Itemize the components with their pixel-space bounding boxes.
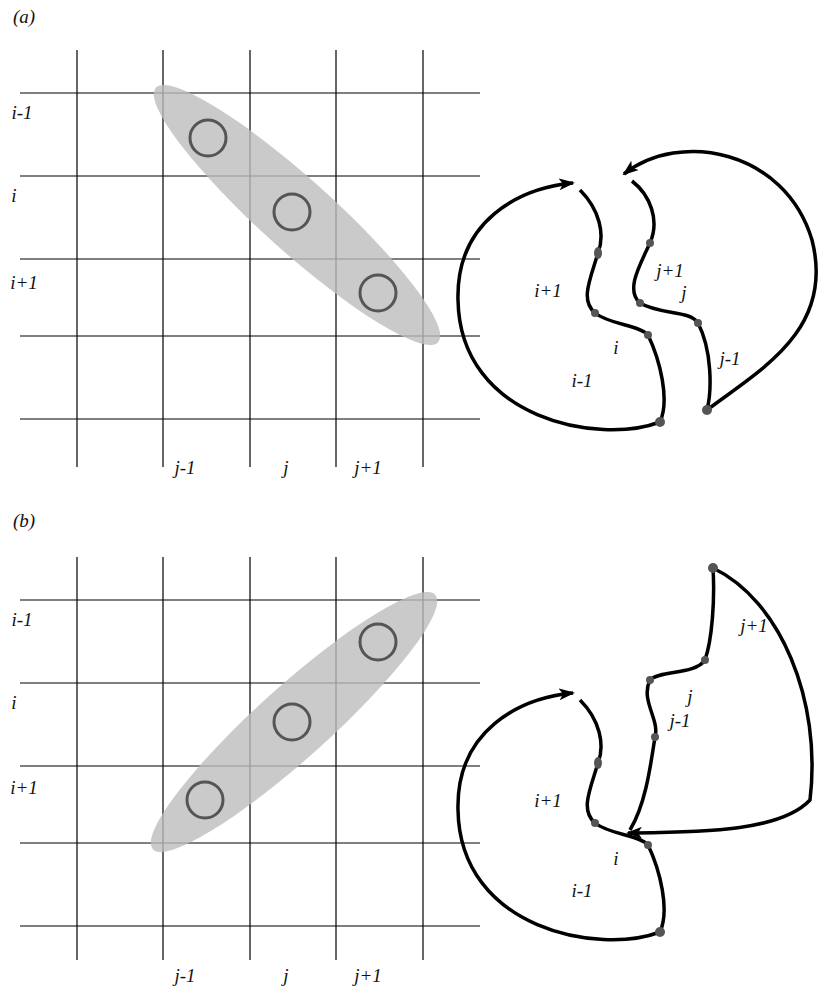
index-label: j (681, 283, 686, 302)
index-label: i+1 (10, 273, 38, 292)
panel-label: (b) (13, 511, 35, 530)
index-label: j+1 (354, 458, 382, 477)
index-label: j (283, 458, 288, 477)
index-label: i+1 (534, 281, 562, 300)
index-label: i-1 (571, 881, 592, 900)
chain-dots (591, 563, 718, 937)
chain-dots (591, 239, 712, 427)
index-label: j (283, 966, 288, 985)
index-label: i-1 (11, 103, 32, 122)
cell-circles (190, 120, 396, 311)
chain-curves (458, 152, 816, 430)
index-label: j-1 (174, 966, 195, 985)
index-label: i-1 (11, 610, 32, 629)
index-label: j+1 (354, 966, 382, 985)
panel-label: (a) (13, 7, 35, 26)
index-label: j+1 (740, 616, 768, 635)
index-label: i-1 (571, 371, 592, 390)
index-label: j (687, 687, 692, 706)
index-label: i+1 (10, 778, 38, 797)
chain-curves (458, 568, 812, 940)
grid (20, 50, 480, 467)
index-label: j-1 (174, 458, 195, 477)
index-label: i (11, 693, 16, 712)
index-label: j+1 (656, 261, 684, 280)
index-label: j-1 (719, 349, 740, 368)
cell-circles (187, 624, 396, 818)
index-label: i+1 (534, 791, 562, 810)
shaded-band (132, 61, 463, 369)
index-label: i (11, 186, 16, 205)
shaded-band (129, 568, 460, 876)
grid (20, 557, 480, 960)
index-label: j-1 (669, 711, 690, 730)
index-label: i (613, 338, 618, 357)
index-label: i (613, 849, 618, 868)
